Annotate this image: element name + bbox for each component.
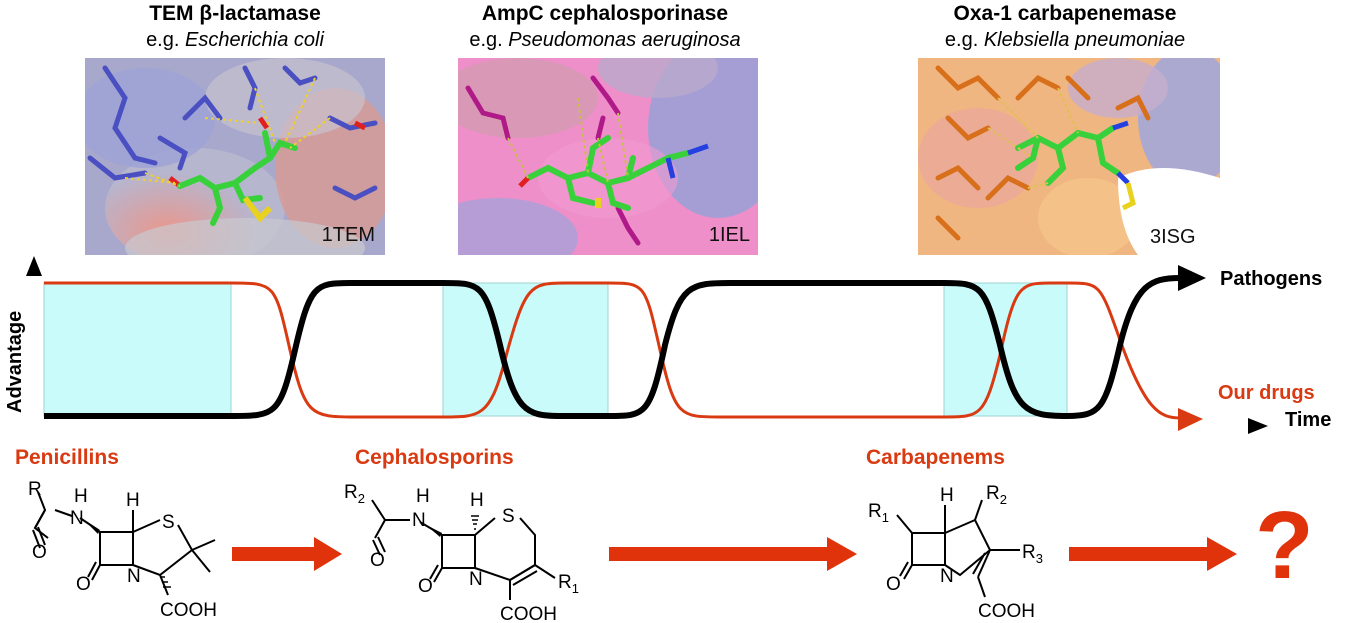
r2-subscript: 2 (358, 491, 365, 506)
progression-arrow-1 (232, 537, 342, 571)
atom-N-ring: N (469, 569, 483, 590)
atom-H-ring: H (940, 485, 954, 506)
enzyme-organism-ampc: e.g. Pseudomonas aeruginosa (420, 28, 790, 52)
atom-H-ring: H (470, 490, 484, 511)
atom-R2: R2 (986, 483, 1007, 507)
enzyme-title-oxa: Oxa-1 carbapenemase (953, 2, 1177, 25)
atom-O-amide: O (370, 550, 385, 571)
y-axis-label: Advantage (4, 310, 26, 413)
legend-our-drugs: Our drugs (1218, 382, 1315, 404)
atom-R: R (28, 479, 42, 500)
atom-O-lactam: O (76, 574, 91, 595)
progression-arrow-2 (609, 537, 857, 571)
our-drugs-arrowhead (1178, 408, 1203, 431)
atom-N-ring: N (127, 566, 141, 587)
organism-name: Escherichia coli (184, 29, 324, 51)
future-drug-question-mark: ? (1255, 492, 1314, 599)
cephalosporin-structure: R2 H N H S O O N R1 COOH (344, 482, 579, 623)
arms-race-diagram (26, 256, 1268, 434)
atom-O-amide: O (32, 542, 47, 563)
atom-R3: R3 (1022, 542, 1043, 566)
class-label-penicillins: Penicillins (15, 446, 119, 469)
penicillin-structure: R H N H S O O N COOH (28, 479, 217, 621)
carbapenem-structure: R1 H R2 R3 O N COOH (868, 483, 1043, 622)
atom-R1: R1 (868, 501, 889, 525)
atom-N-amide: N (412, 510, 426, 531)
atom-S: S (162, 512, 175, 533)
x-axis-label: Time (1285, 409, 1332, 431)
r1-symbol: R (558, 572, 572, 593)
carboxylic-acid: COOH (978, 601, 1035, 622)
enzyme-organism-oxa: e.g. Klebsiella pneumoniae (890, 28, 1240, 52)
carboxylic-acid: COOH (500, 604, 557, 623)
atom-O-lactam: O (418, 576, 433, 597)
atom-H-amide: H (74, 486, 88, 507)
atom-N-ring: N (940, 566, 954, 587)
enzyme-organism-tem: e.g. Escherichia coli (85, 28, 385, 52)
r1-subscript: 1 (882, 510, 889, 525)
atom-R1: R1 (558, 572, 579, 596)
enzyme-title-ampc: AmpC cephalosporinase (481, 2, 729, 25)
carboxylic-acid: COOH (160, 600, 217, 621)
r2-symbol: R (986, 483, 1000, 504)
organism-name: Klebsiella pneumoniae (983, 29, 1186, 51)
progression-arrow-3 (1069, 537, 1237, 571)
enzyme-prefix: e.g. (146, 29, 185, 51)
atom-R2: R2 (344, 482, 365, 506)
r3-symbol: R (1022, 542, 1036, 563)
r1-symbol: R (868, 501, 882, 522)
atom-O-lactam: O (886, 574, 901, 595)
pathogens-arrowhead (1178, 265, 1206, 291)
enzyme-prefix: e.g. (944, 29, 984, 51)
penicillin-era-box (43, 282, 232, 417)
enzyme-prefix: e.g. (469, 29, 509, 51)
carbapenem-era-box (943, 282, 1068, 417)
wedge-bond (84, 520, 100, 534)
our-drugs-curve (44, 281, 1181, 420)
atom-N-amide: N (70, 508, 84, 529)
structure-image-ampc: 1IEL (458, 58, 758, 255)
atom-H-amide: H (416, 486, 430, 507)
legend-pathogens: Pathogens (1220, 268, 1323, 290)
y-axis-arrowhead (26, 256, 42, 276)
cephalosporin-era-box (442, 282, 609, 417)
r3-subscript: 3 (1036, 551, 1043, 566)
structure-image-tem: 1TEM (85, 58, 385, 255)
atom-S: S (502, 506, 515, 527)
pdb-id-ampc: 1IEL (708, 224, 750, 246)
pdb-id-oxa: 3ISG (1150, 226, 1196, 248)
r2-symbol: R (344, 482, 358, 503)
x-axis-arrowhead (1248, 418, 1268, 434)
r1-subscript: 1 (572, 581, 579, 596)
atom-H-ring: H (126, 490, 140, 511)
r2-subscript: 2 (1000, 492, 1007, 507)
structure-image-oxa: 3ISG (918, 58, 1220, 255)
organism-name: Pseudomonas aeruginosa (508, 29, 741, 51)
pathogens-curve (44, 275, 1181, 420)
class-label-cephalosporins: Cephalosporins (355, 446, 514, 469)
pdb-id-tem: 1TEM (321, 224, 375, 246)
enzyme-title-tem: TEM β-lactamase (149, 2, 321, 25)
class-label-carbapenems: Carbapenems (866, 446, 1005, 469)
